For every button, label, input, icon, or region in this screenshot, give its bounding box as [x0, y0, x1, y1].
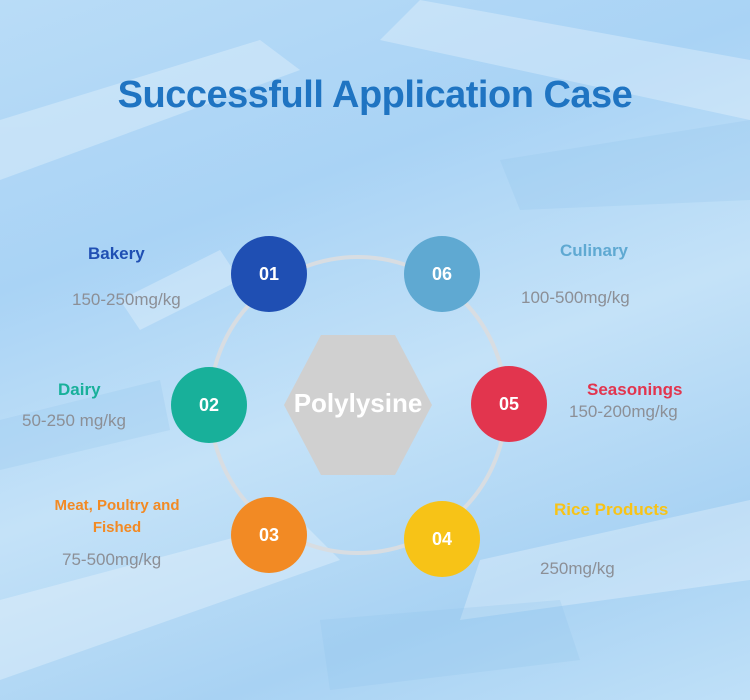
category-seasonings: Seasonings — [587, 380, 683, 399]
category-meat-line2: Fished — [92, 519, 142, 536]
center-hexagon — [284, 335, 432, 475]
node-number: 03 — [258, 524, 280, 545]
node-05-seasonings: 05 — [471, 366, 547, 442]
node-number: 04 — [431, 528, 453, 549]
dose-dairy: 50-250 mg/kg — [22, 411, 126, 430]
category-meat-line1: Meat, Poultry and — [54, 497, 180, 514]
node-06-culinary: 06 — [404, 236, 480, 312]
dose-meat: 75-500mg/kg — [62, 550, 162, 569]
dose-culinary: 100-500mg/kg — [521, 288, 630, 307]
node-number: 05 — [498, 393, 520, 414]
dose-seasonings: 150-200mg/kg — [569, 402, 678, 421]
node-number: 06 — [431, 263, 453, 284]
category-dairy: Dairy — [58, 380, 101, 399]
category-rice: Rice Products — [554, 500, 669, 519]
category-culinary: Culinary — [560, 241, 629, 260]
node-number: 02 — [198, 394, 220, 415]
center-label: Polylysine — [293, 388, 423, 418]
node-04-rice: 04 — [404, 501, 480, 577]
node-03-meat: 03 — [231, 497, 307, 573]
dose-rice: 250mg/kg — [540, 559, 615, 578]
node-number: 01 — [258, 263, 280, 284]
node-01-bakery: 01 — [231, 236, 307, 312]
dose-bakery: 150-250mg/kg — [72, 290, 181, 309]
node-02-dairy: 02 — [171, 367, 247, 443]
page-title: Successfull Application Case — [117, 74, 633, 116]
category-bakery: Bakery — [88, 244, 145, 263]
